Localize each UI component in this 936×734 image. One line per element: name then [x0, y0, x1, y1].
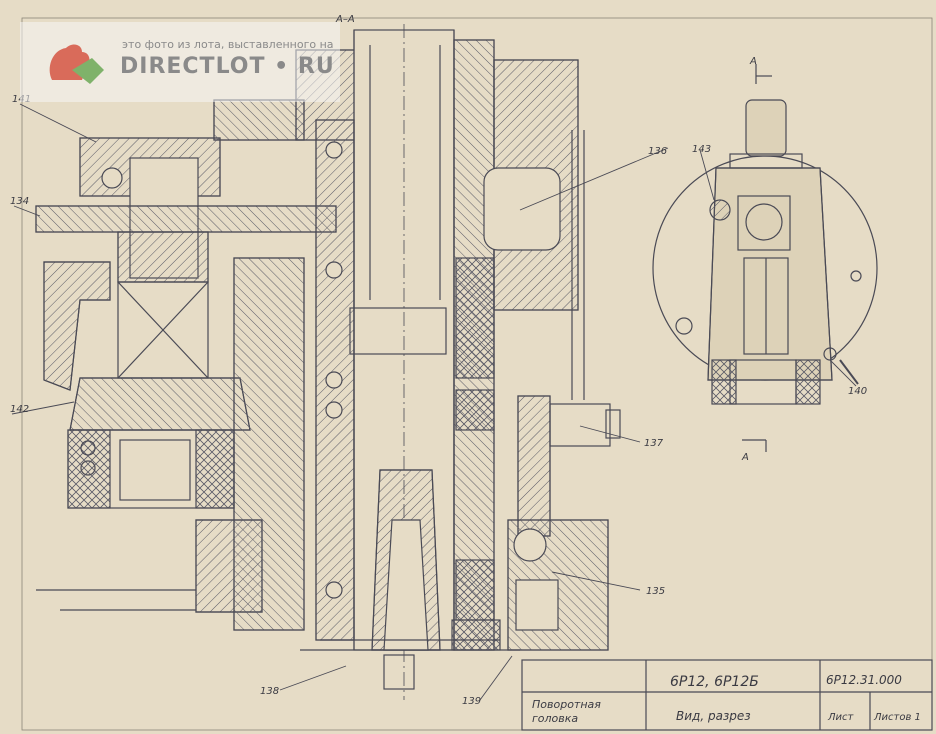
view-mark-bottom: А: [741, 452, 749, 463]
callout-135: 135: [646, 586, 665, 597]
section-mark: А–А: [335, 14, 355, 25]
section-view: [35, 24, 621, 700]
side-view-a: [652, 64, 878, 452]
watermark-brand: DIRECTLOT • RU: [120, 54, 335, 79]
callout-136: 136: [648, 146, 667, 157]
callout-137: 137: [644, 438, 664, 449]
title-sheet: Лист: [827, 712, 855, 723]
title-code: 6Р12.31.000: [826, 673, 902, 687]
callout-142: 142: [10, 404, 29, 415]
title-models: 6Р12, 6Р12Б: [670, 674, 759, 690]
title-block: [521, 659, 933, 731]
callout-139: 139: [462, 696, 481, 707]
callout-134: 134: [10, 196, 29, 207]
callout-143: 143: [692, 144, 711, 155]
view-mark-top: А: [749, 56, 757, 67]
title-name-line2: головка: [532, 712, 578, 725]
callout-138: 138: [260, 686, 279, 697]
callout-140: 140: [848, 386, 867, 397]
watermark-caption: это фото из лота, выставленного на: [122, 38, 334, 51]
leader-lines: [11, 103, 857, 701]
sheet-frame: [21, 17, 933, 731]
title-name-line1: Поворотная: [532, 698, 601, 711]
title-sheets: Листов 1: [873, 712, 921, 723]
directlot-logo-icon: [49, 44, 104, 84]
title-view: Вид, разрез: [676, 709, 751, 723]
